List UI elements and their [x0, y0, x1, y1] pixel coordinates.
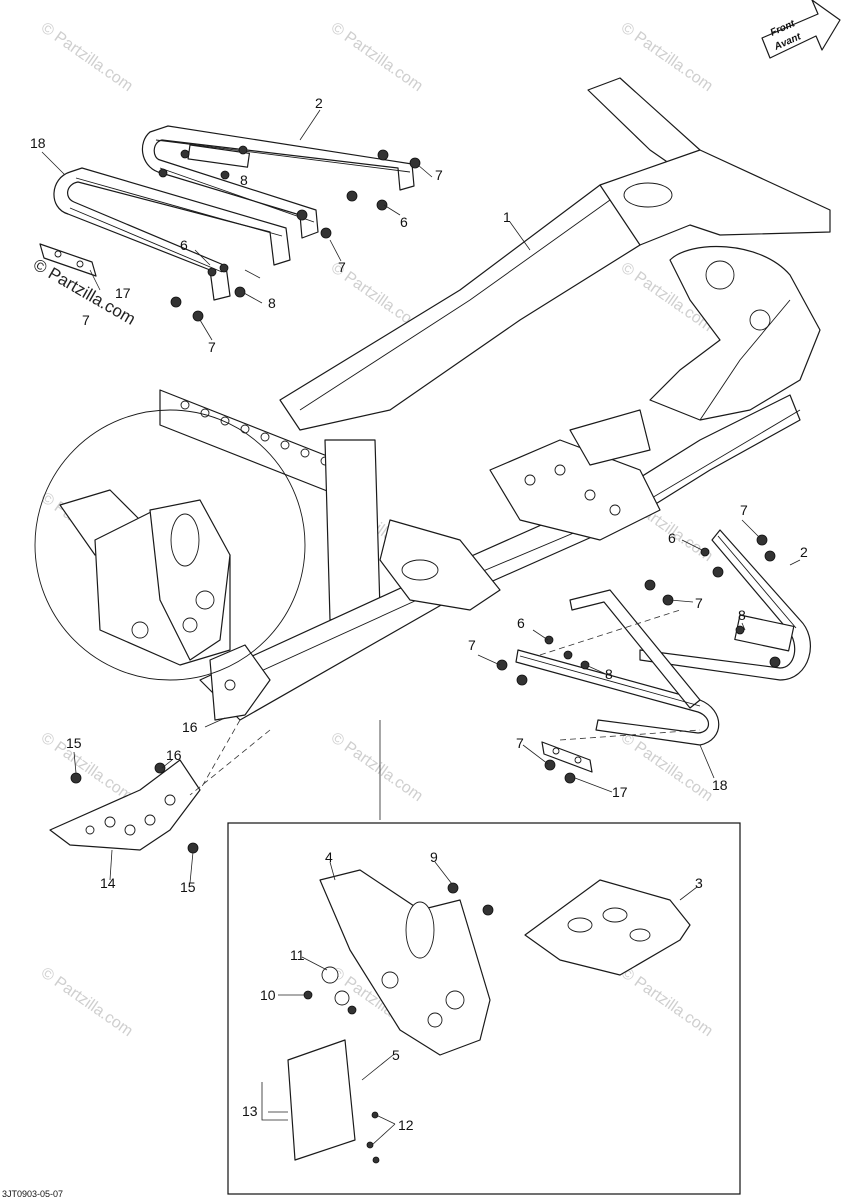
callout-8: 8 [605, 666, 613, 682]
footrest-tube-upper [53, 167, 291, 301]
bracket-17-upper [39, 243, 97, 277]
callout-13: 13 [242, 1103, 258, 1119]
callout-14: 14 [100, 875, 116, 891]
lower-right-fasteners [496, 534, 781, 784]
alignment-guides [189, 609, 701, 820]
drawing-code: 3JT0903-05-07 [2, 1189, 63, 1199]
callout-7: 7 [82, 312, 90, 328]
callout-6: 6 [400, 214, 408, 230]
watermark: © Partzilla.com [618, 19, 716, 95]
watermark: © Partzilla.com [38, 19, 136, 95]
watermark: © Partzilla.com [38, 729, 136, 805]
callout-7: 7 [468, 637, 476, 653]
callout-8: 8 [738, 607, 746, 623]
callout-11: 11 [290, 947, 305, 963]
front-arrow-icon: Front Avant [761, 0, 841, 59]
callout-9: 9 [430, 849, 438, 865]
bracket-14 [49, 759, 201, 854]
callout-2: 2 [800, 544, 808, 560]
callout-6: 6 [668, 530, 676, 546]
watermark: © Partzilla.com [328, 729, 426, 805]
callout-3: 3 [695, 875, 703, 891]
callout-10: 10 [260, 987, 276, 1003]
callout-7: 7 [338, 259, 346, 275]
callout-5: 5 [392, 1047, 400, 1063]
leader-lines [41, 109, 801, 1146]
main-frame [159, 77, 831, 721]
watermark: © Partzilla.com [38, 964, 136, 1040]
callout-8: 8 [268, 295, 276, 311]
callout-12: 12 [398, 1117, 414, 1133]
callout-16: 16 [166, 747, 182, 763]
callout-2: 2 [315, 95, 323, 111]
upper-fasteners [158, 145, 421, 322]
callout-15: 15 [66, 735, 82, 751]
callout-6: 6 [517, 615, 525, 631]
callout-labels: 1 2 2 3 4 5 6 6 6 6 7 7 7 7 7 7 7 7 8 8 … [30, 95, 808, 1133]
callout-7: 7 [208, 339, 216, 355]
callout-16: 16 [182, 719, 198, 735]
callout-18: 18 [712, 777, 728, 793]
watermark: © Partzilla.com [618, 964, 716, 1040]
callout-7: 7 [695, 595, 703, 611]
callout-15: 15 [180, 879, 196, 895]
callout-7: 7 [516, 735, 524, 751]
callout-7: 7 [740, 502, 748, 518]
callout-18: 18 [30, 135, 46, 151]
callout-17: 17 [612, 784, 628, 800]
inset-detail [227, 822, 741, 1195]
watermark: © Partzilla.com [328, 19, 426, 95]
bracket-17-lower [541, 741, 593, 773]
callout-1: 1 [503, 209, 511, 225]
callout-4: 4 [325, 849, 333, 865]
callout-7: 7 [435, 167, 443, 183]
callout-6: 6 [180, 237, 188, 253]
footrest-tube-lower [515, 589, 720, 746]
callout-17: 17 [115, 285, 131, 301]
callout-8: 8 [240, 172, 248, 188]
rear-rack-tube [141, 125, 415, 239]
detail-circle [34, 409, 306, 681]
